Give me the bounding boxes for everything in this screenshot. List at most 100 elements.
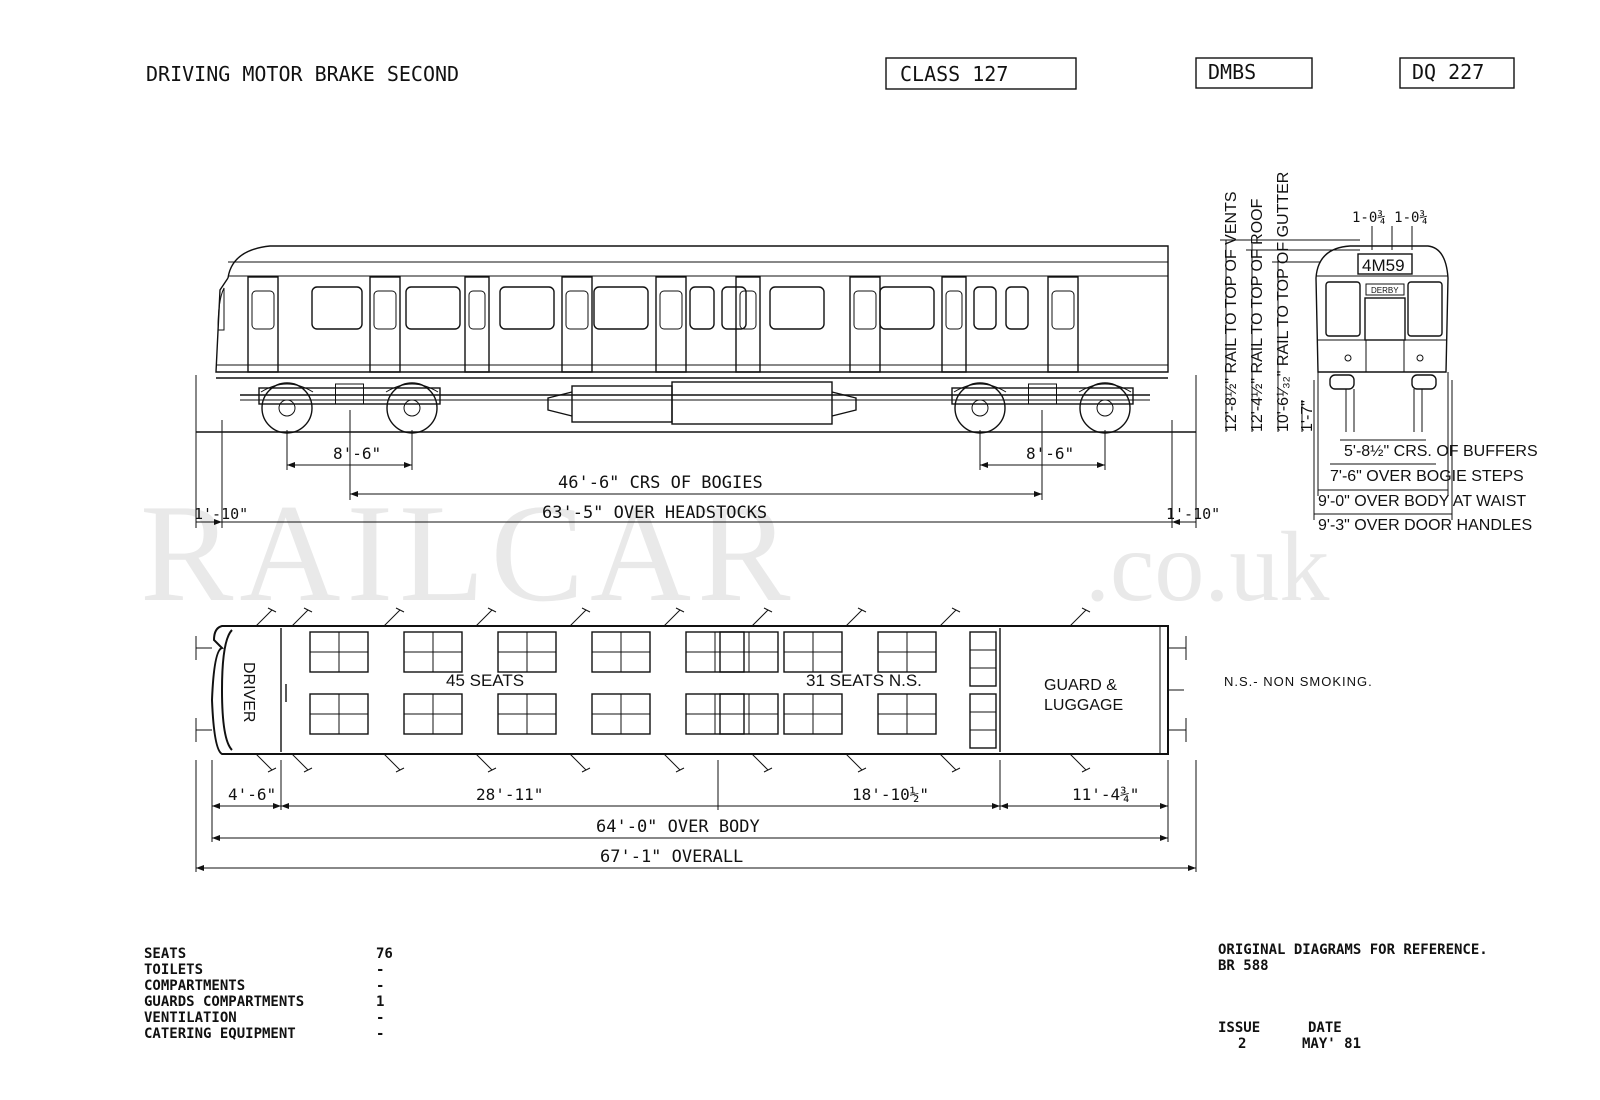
side-elevation: 8'-6" 8'-6" 46'-6" CRS OF BOGIES 63'-5" … (194, 245, 1220, 528)
width-buffers: 5'-8½" CRS. OF BUFFERS (1344, 443, 1538, 460)
door-swing (751, 753, 769, 771)
footer: ORIGINAL DIAGRAMS FOR REFERENCE. BR 588 … (1218, 942, 1488, 1052)
width-door-handles: 9'-3" OVER DOOR HANDLES (1318, 517, 1532, 534)
side-window (593, 286, 649, 330)
date-label: DATE (1308, 1020, 1342, 1036)
type-box (1195, 57, 1313, 89)
spec-value: - (376, 962, 384, 978)
side-window (879, 286, 935, 330)
wheel (1079, 382, 1131, 434)
buffer-right (1411, 374, 1437, 390)
seat-bay (969, 693, 997, 749)
height-gutter: 10'-6¹⁄₃₂" RAIL TO TOP OF GUTTER (1275, 172, 1292, 432)
end-dimension-right: 1'-10" (1166, 505, 1220, 523)
side-door (1047, 276, 1079, 373)
non-smoking-note: N.S.- NON SMOKING. (1224, 674, 1373, 689)
buffer-left (1329, 374, 1355, 390)
door-droplight (565, 290, 589, 330)
dim-saloon-non-smoking: 18'-10½" (852, 785, 929, 804)
over-headstocks-dimension: 63'-5" OVER HEADSTOCKS (542, 503, 767, 523)
door-droplight (659, 290, 683, 330)
end-elevation: 12'-8½" RAIL TO TOP OF VENTS 12'-4½" RAI… (1220, 172, 1538, 534)
spec-label: COMPARTMENTS (144, 978, 245, 994)
door-swing (255, 753, 273, 771)
door-swing (663, 609, 681, 627)
width-bogie-steps: 7'-6" OVER BOGIE STEPS (1330, 468, 1524, 485)
spec-value: 76 (376, 946, 393, 962)
width-body-waist: 9'-0" OVER BODY AT WAIST (1318, 493, 1526, 510)
destination-box (1365, 283, 1405, 296)
door-droplight (1051, 290, 1075, 330)
side-window (769, 286, 825, 330)
dim-saloon-smoking: 28'-11" (476, 785, 543, 804)
door-swing (255, 609, 273, 627)
spec-value: - (376, 1010, 384, 1026)
door-swing (845, 753, 863, 771)
diagram-box (1399, 57, 1515, 89)
bogie-frame (951, 387, 1134, 405)
watermark: RAILCAR .co.uk (140, 476, 1329, 631)
side-door (941, 276, 967, 373)
wheel-hub (1096, 399, 1114, 417)
issue-value: 2 (1238, 1036, 1246, 1052)
spec-label: CATERING EQUIPMENT (144, 1026, 296, 1042)
door-droplight (251, 290, 275, 330)
class-label: CLASS 127 (900, 62, 1008, 86)
bogie-centres-dimension: 46'-6" CRS OF BOGIES (558, 473, 763, 493)
plan-seats (309, 631, 997, 749)
axlebox (260, 383, 314, 393)
spec-label: GUARDS COMPARTMENTS (144, 994, 304, 1010)
plan-view: DRIVER 45 SEATS 31 SEATS N.S. GUARD & LU… (195, 607, 1373, 872)
headcode-box (1357, 253, 1413, 275)
reference-line-2: BR 588 (1218, 958, 1269, 974)
seats-non-smoking-label: 31 SEATS N.S. (806, 671, 922, 690)
bogie-wheelbase-right: 8'-6" (1026, 444, 1074, 463)
height-buffer: 1'-7" (1299, 400, 1316, 432)
door-swing (939, 609, 957, 627)
door-swing (475, 609, 493, 627)
headcode-text: 4M59 (1362, 256, 1405, 275)
spec-label: SEATS (144, 946, 186, 962)
bogies (258, 382, 1134, 434)
spec-value: 1 (376, 994, 384, 1010)
guard-label-line2: LUGGAGE (1044, 697, 1123, 714)
door-swing (845, 609, 863, 627)
cab-window-right (1407, 281, 1443, 337)
issue-label: ISSUE (1218, 1020, 1260, 1036)
bogie-frame (258, 387, 441, 405)
door-swing (569, 609, 587, 627)
watermark-suffix: .co.uk (1085, 511, 1329, 622)
type-label: DMBS (1208, 60, 1256, 84)
door-swing (1069, 609, 1087, 627)
side-openings (247, 276, 1079, 373)
end-dimension-left: 1'-10" (194, 505, 248, 523)
end-top-dimensions: 1-0¾ 1-0¾ (1352, 210, 1428, 226)
spec-label: VENTILATION (144, 1010, 237, 1026)
wheel (954, 382, 1006, 434)
destination-text: DERBY (1371, 286, 1399, 295)
side-door (735, 276, 761, 373)
wheel (386, 382, 438, 434)
dim-guard: 11'-4¾" (1072, 785, 1139, 804)
door-droplight (468, 290, 486, 330)
diagram-label: DQ 227 (1412, 60, 1484, 84)
side-door (369, 276, 401, 373)
bogie-bolster (335, 383, 364, 405)
side-window (311, 286, 363, 330)
overall-dimension: 67'-1" OVERALL (600, 847, 743, 867)
door-swing (475, 753, 493, 771)
bogie-wheelbase-left: 8'-6" (333, 444, 381, 463)
side-window (689, 286, 715, 330)
spec-value: - (376, 978, 384, 994)
wheel-hub (278, 399, 296, 417)
page-title: DRIVING MOTOR BRAKE SECOND (146, 62, 459, 86)
side-window (973, 286, 997, 330)
fuel-tank-right (671, 381, 833, 425)
side-door (464, 276, 490, 373)
guard-label-line1: GUARD & (1044, 677, 1117, 694)
bogie-bolster (1028, 383, 1057, 405)
door-swing (383, 753, 401, 771)
plan-doors (255, 607, 1091, 773)
side-window (1005, 286, 1029, 330)
